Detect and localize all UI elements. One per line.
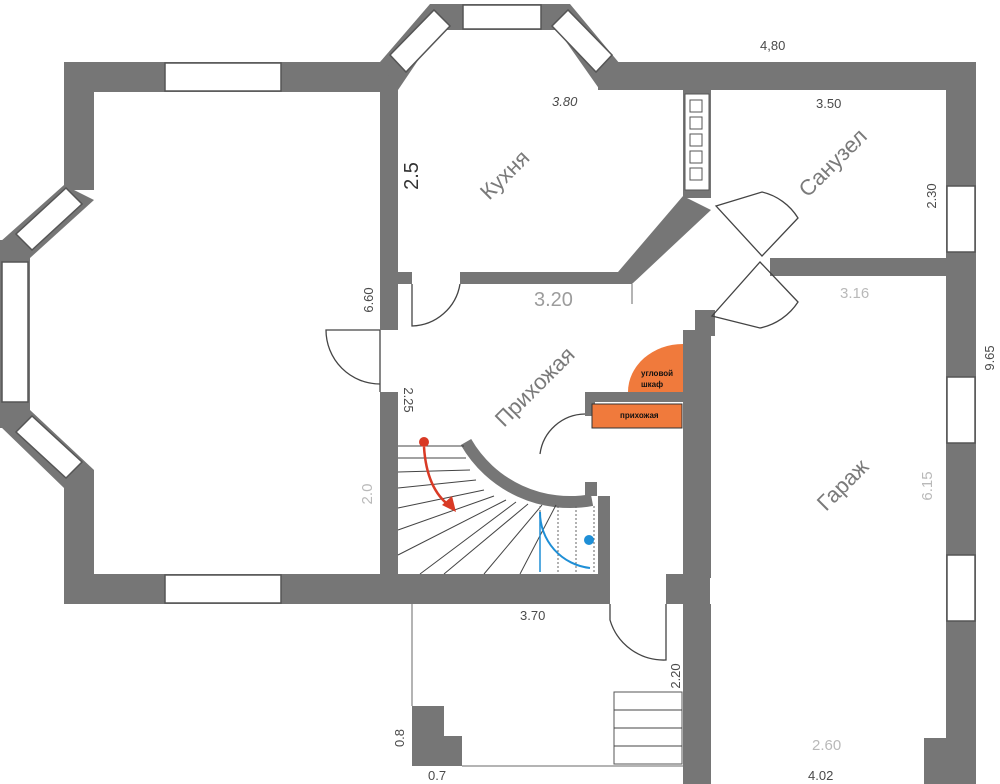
stair-step	[519, 504, 557, 575]
wall-kitchen-bottom-left	[398, 272, 412, 284]
window-left-bottom	[164, 574, 282, 604]
dim-hallway-height: 2.25	[401, 387, 416, 412]
porch-column	[412, 706, 462, 766]
corner-wardrobe	[628, 344, 683, 392]
dimensions: 4,80 3.80 3.50 2.5 2.30 3.20 3.16 6.60 9…	[359, 38, 997, 783]
door-kitchen	[411, 283, 461, 327]
shelf-box	[689, 150, 703, 164]
dim-kitchen-width: 3.80	[552, 94, 578, 109]
stair-step	[443, 503, 529, 575]
shelf-box	[689, 116, 703, 130]
wall-stair-post	[585, 482, 597, 496]
dim-porch-col-width: 0.7	[428, 768, 446, 783]
corner-wardrobe-label-line1: угловой	[641, 369, 673, 378]
room-label-garage: Гараж	[812, 454, 874, 516]
window-kitchen-right	[550, 8, 614, 74]
stair-direction-arrow	[422, 446, 451, 508]
door-garage	[710, 261, 799, 329]
stair-step	[397, 495, 495, 531]
wall-stair-right	[598, 496, 610, 578]
wall-hall-door-left	[666, 574, 710, 604]
stair-step	[483, 504, 543, 575]
dim-porch-col-height: 0.8	[392, 729, 407, 747]
window-left-bay-lower	[14, 414, 84, 480]
stair-start-marker	[419, 437, 429, 447]
wall-central-upper	[380, 62, 398, 330]
stair-arrow-head	[442, 496, 456, 512]
window-left-bay-upper	[14, 186, 84, 252]
wall-kitchen-diagonal	[618, 196, 711, 284]
dim-garage-width-top: 3.16	[840, 285, 869, 302]
shelf-box	[689, 167, 703, 181]
room-labels: Кухня Санузел Прихожая Гараж	[475, 124, 874, 516]
basement-door-swing	[538, 511, 591, 569]
window-kitchen-left	[388, 8, 452, 74]
stair-step	[419, 501, 517, 575]
furniture: угловой шкаф прихожая	[591, 344, 683, 429]
window-left-top	[164, 62, 282, 92]
porch	[411, 284, 683, 767]
wall-garage-bottom-right	[924, 738, 976, 784]
wall-left-lower-vertical	[64, 470, 94, 574]
dim-bottom-right-width: 4.02	[808, 768, 833, 783]
dim-stair-height: 2.0	[359, 484, 376, 505]
stair-step	[397, 479, 477, 489]
dim-bathroom-height: 2.30	[924, 183, 939, 208]
dim-garage-height: 6.15	[919, 471, 936, 500]
window-bathroom	[946, 185, 976, 253]
dim-bathroom-width: 3.50	[816, 96, 841, 111]
window-left-bay	[1, 261, 29, 403]
wall-bottom-main	[64, 574, 610, 604]
basement-marker	[584, 535, 594, 545]
hallway-cabinet-label: прихожая	[620, 411, 659, 420]
doors	[325, 191, 799, 661]
wall-kitchen-right-top	[598, 62, 976, 90]
window-garage-lower	[946, 554, 976, 622]
shelf-box	[689, 99, 703, 113]
stair-step	[397, 499, 507, 556]
stair-curved-wall	[460, 438, 594, 508]
kitchen-shelf-unit	[684, 93, 710, 191]
staircase	[397, 437, 595, 575]
hallway-cabinet	[591, 403, 683, 429]
wall-garage-left	[683, 330, 711, 578]
wall-hall-small-right	[695, 310, 715, 336]
walls	[0, 4, 976, 784]
windows	[1, 4, 976, 622]
door-closet	[539, 413, 586, 455]
wall-central-lower	[380, 392, 398, 576]
dim-right-total-height: 9.65	[982, 345, 997, 370]
door-entrance	[609, 604, 667, 661]
wall-bathroom-bottom	[770, 258, 948, 276]
room-label-kitchen: Кухня	[475, 145, 534, 204]
window-garage-upper	[946, 376, 976, 444]
dim-garage-width-bottom: 2.60	[812, 737, 841, 754]
dim-top-right-width: 4,80	[760, 38, 785, 53]
dim-porch-width: 3.70	[520, 608, 545, 623]
wall-left-upper-vertical	[64, 62, 94, 190]
stair-step	[397, 469, 471, 473]
corner-wardrobe-label-line2: шкаф	[641, 380, 663, 389]
window-kitchen-top	[462, 4, 542, 30]
dim-kitchen-height: 2.5	[401, 162, 423, 190]
dim-left-height: 6.60	[361, 287, 376, 312]
wall-closet-side	[585, 392, 595, 416]
room-label-bathroom: Санузел	[794, 124, 872, 202]
door-bathroom	[714, 191, 799, 257]
shelf-box	[689, 133, 703, 147]
wall-closet-top	[585, 392, 683, 402]
dim-hallway-width: 3.20	[534, 289, 573, 311]
door-left-room	[325, 329, 381, 385]
wall-garage-left-lower	[683, 604, 711, 784]
wall-kitchen-bottom	[460, 272, 632, 284]
dim-porch-height: 2.20	[668, 663, 683, 688]
